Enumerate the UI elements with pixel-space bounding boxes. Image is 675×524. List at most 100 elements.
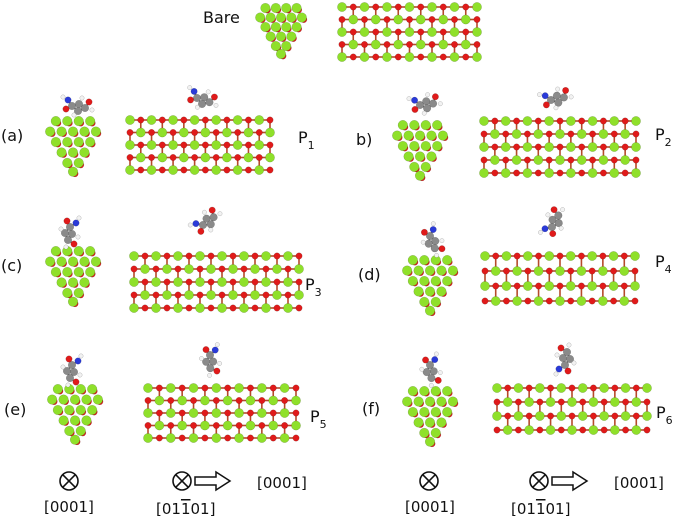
zinc-atom	[294, 264, 304, 274]
oxygen-atom	[247, 409, 254, 417]
zinc-atom	[146, 140, 157, 150]
zinc-atom	[62, 287, 73, 298]
zinc-atom	[460, 39, 471, 50]
zinc-atom	[188, 383, 199, 393]
zinc-atom	[565, 251, 576, 261]
oxygen-atom	[218, 291, 226, 299]
oxygen-atom	[599, 117, 607, 125]
zinc-atom	[430, 386, 441, 397]
axis-label-side: [01101]	[511, 500, 570, 518]
zinc-atom	[404, 52, 415, 62]
zinc-atom	[587, 116, 598, 126]
carbon-atom	[80, 103, 90, 113]
zinc-atom	[407, 275, 418, 287]
zinc-atom	[195, 251, 205, 261]
zinc-atom	[427, 2, 437, 12]
zinc-atom	[45, 256, 56, 267]
oxygen-atom	[372, 28, 380, 36]
zinc-atom	[492, 383, 502, 393]
structures-layer	[45, 2, 652, 448]
panel-tag-b: b)	[356, 130, 372, 149]
oxygen-atom	[567, 156, 575, 164]
oxygen-atom	[610, 130, 618, 138]
oxygen-atom	[578, 169, 586, 177]
oxygen-atom	[144, 422, 152, 429]
zinc-atom	[90, 256, 101, 267]
zinc-atom	[630, 251, 640, 261]
zinc-atom	[140, 290, 150, 300]
oxygen-atom	[556, 117, 564, 125]
zinc-atom	[524, 425, 534, 435]
zinc-atom	[642, 411, 652, 421]
oxygen-atom	[262, 291, 270, 299]
carbon-atom	[205, 98, 214, 107]
zinc-atom	[265, 127, 275, 138]
zinc-atom	[217, 251, 227, 261]
zinc-atom	[135, 152, 146, 163]
adsorbate-e-top	[60, 353, 84, 388]
zinc-atom	[587, 281, 597, 291]
oxygen-atom	[567, 297, 575, 305]
oxygen-atom	[480, 156, 488, 164]
zinc-atom	[173, 303, 183, 313]
oxygen-atom	[579, 398, 587, 406]
carbon-atom	[548, 215, 557, 224]
zinc-atom	[472, 52, 482, 62]
zinc-atom	[490, 155, 500, 165]
zinc-atom	[165, 383, 176, 393]
zinc-atom	[125, 115, 135, 125]
carbon-atom	[547, 222, 557, 232]
carbon-atom	[425, 231, 435, 241]
oxygen-atom	[588, 297, 596, 305]
hydrogen-atom	[566, 342, 572, 348]
zinc-atom	[370, 14, 381, 25]
zinc-atom	[588, 425, 599, 435]
zinc-atom	[436, 286, 447, 297]
oxygen-atom	[65, 355, 73, 363]
oxygen-atom	[190, 397, 197, 404]
hydrogen-atom	[201, 209, 207, 215]
zinc-atom	[62, 136, 73, 148]
oxygen-atom	[126, 129, 134, 136]
oxygen-atom	[212, 129, 220, 136]
oxygen-atom	[567, 267, 575, 275]
zinc-atom	[513, 411, 524, 421]
zinc-atom	[424, 436, 436, 447]
zinc-atom	[81, 394, 92, 405]
zinc-atom	[232, 140, 243, 150]
zinc-atom	[261, 251, 271, 261]
zinc-atom	[85, 116, 96, 127]
zinc-atom	[265, 12, 276, 23]
zinc-atom	[162, 290, 172, 300]
zinc-atom	[291, 420, 301, 431]
zinc-atom	[447, 396, 458, 407]
oxygen-atom	[155, 384, 163, 392]
oxygen-atom	[130, 291, 138, 299]
zinc-atom	[184, 264, 194, 274]
axis-label-into-page: [0001]	[44, 498, 94, 516]
hydrogen-atom	[208, 227, 214, 233]
oxygen-atom	[349, 53, 357, 61]
oxygen-atom	[141, 304, 149, 312]
zinc-atom	[522, 168, 533, 178]
oxygen-atom	[631, 267, 639, 275]
zinc-atom	[545, 425, 556, 435]
hydrogen-atom	[213, 102, 219, 108]
nitrogen-atom	[541, 225, 549, 233]
panel-tag-d: (d)	[358, 265, 381, 284]
oxygen-atom	[611, 412, 619, 420]
carbon-atom	[424, 239, 433, 248]
zinc-atom	[523, 281, 533, 291]
oxygen-atom	[292, 384, 300, 392]
zinc-atom	[79, 147, 90, 158]
oxygen-atom	[148, 129, 155, 136]
zinc-atom	[275, 12, 287, 23]
hydrogen-atom	[79, 95, 85, 101]
oxygen-atom	[141, 278, 149, 286]
zinc-atom	[294, 290, 304, 300]
zinc-atom	[609, 116, 620, 126]
oxygen-atom	[622, 426, 630, 434]
zinc-atom	[189, 165, 200, 175]
nitrogen-atom	[541, 92, 549, 100]
zinc-atom	[500, 168, 511, 178]
